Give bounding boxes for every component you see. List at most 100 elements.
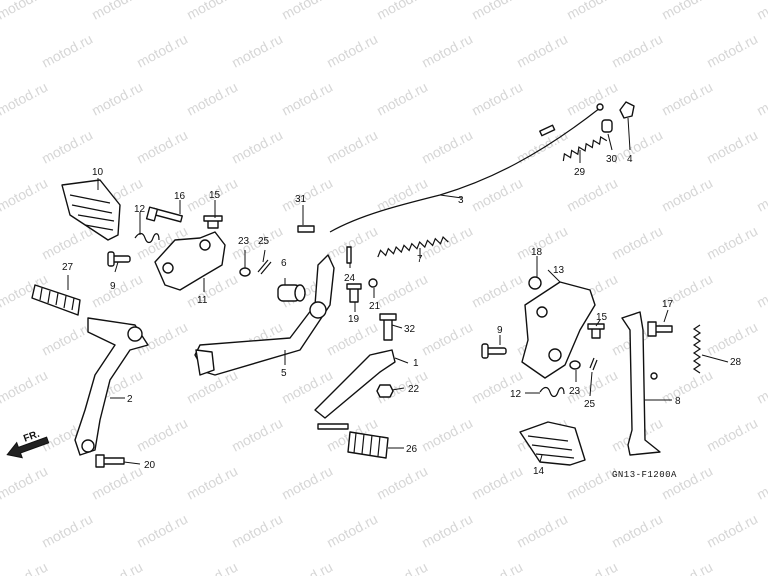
brake-pedal-rubber: [317, 423, 389, 459]
watermark-text: motod.ru: [89, 271, 145, 311]
watermark-text: motod.ru: [229, 127, 285, 167]
watermark-text: motod.ru: [469, 79, 525, 119]
callout-3: 3: [458, 195, 464, 206]
bolt-32: [379, 313, 397, 341]
callout-9-right: 9: [497, 325, 503, 336]
watermark-text: motod.ru: [704, 127, 760, 167]
callout-24: 24: [344, 273, 356, 284]
watermark-text: motod.ru: [279, 79, 335, 119]
watermark-text: motod.ru: [754, 367, 768, 407]
watermark-text: motod.ru: [609, 223, 665, 263]
nut-18: [528, 276, 542, 290]
cable-spring: [562, 136, 608, 162]
watermark-text: motod.ru: [0, 367, 50, 407]
watermark-text: motod.ru: [0, 0, 50, 23]
callout-15: 15: [209, 190, 221, 201]
watermark-text: motod.ru: [419, 511, 475, 551]
bolt-31: [297, 225, 315, 233]
watermark-text: motod.ru: [514, 31, 570, 71]
watermark-text: motod.ru: [279, 463, 335, 503]
watermark-text: motod.ru: [659, 463, 715, 503]
callout-6: 6: [281, 258, 287, 269]
watermark-text: motod.ru: [704, 31, 760, 71]
washer-23: [239, 267, 251, 277]
callout-8: 8: [675, 396, 681, 407]
leader-lines: [67, 117, 729, 465]
nut-21: [368, 278, 378, 288]
callout-14: 14: [533, 466, 545, 477]
callout-22: 22: [408, 384, 420, 395]
watermark-text: motod.ru: [324, 223, 380, 263]
kick-rubber: [31, 284, 81, 316]
watermark-text: motod.ru: [324, 127, 380, 167]
bolt-16: [145, 206, 183, 223]
watermark-text: motod.ru: [39, 31, 95, 71]
callout-29: 29: [574, 167, 586, 178]
callout-21: 21: [369, 301, 381, 312]
watermark-text: motod.ru: [0, 463, 50, 503]
callout-1: 1: [413, 358, 419, 369]
callout-5: 5: [281, 368, 287, 379]
callout-25: 25: [258, 236, 270, 247]
watermark-text: motod.ru: [469, 559, 525, 576]
callout-18: 18: [531, 247, 543, 258]
kickstarter-arm: [74, 317, 149, 456]
watermark-text: motod.ru: [184, 79, 240, 119]
watermark-text: motod.ru: [39, 223, 95, 263]
callout-32: 32: [404, 324, 416, 335]
watermark-text: motod.ru: [184, 463, 240, 503]
watermark-text: motod.ru: [419, 127, 475, 167]
watermark-text: motod.ru: [39, 127, 95, 167]
brake-pedal: [194, 254, 335, 376]
callout-23: 23: [238, 236, 250, 247]
watermark-text: motod.ru: [564, 559, 620, 576]
pin-24: [346, 246, 352, 264]
bushing-6: [277, 284, 306, 302]
stand-spring: [539, 386, 565, 398]
watermark-text: motod.ru: [609, 511, 665, 551]
watermark-text: motod.ru: [469, 367, 525, 407]
watermark-text: motod.ru: [419, 31, 475, 71]
diagram-code: GN13-F1200A: [612, 470, 677, 480]
bolt-15-right: [587, 323, 605, 339]
washer-23-right: [569, 360, 581, 370]
footpeg-left: [61, 179, 121, 241]
watermark-text: motod.ru: [754, 559, 768, 576]
cotter-pin-25: [257, 259, 272, 275]
watermark-text: motod.ru: [374, 271, 430, 311]
bolt-17: [647, 321, 673, 337]
footpeg-spring: [134, 232, 160, 244]
watermark-text: motod.ru: [229, 415, 285, 455]
watermark-text: motod.ru: [419, 415, 475, 455]
watermark-text: motod.ru: [324, 31, 380, 71]
callout-11: 11: [197, 295, 208, 306]
watermark-text: motod.ru: [704, 415, 760, 455]
watermark-text: motod.ru: [704, 511, 760, 551]
brake-spring: [377, 235, 449, 258]
front-label: FR.: [22, 429, 41, 445]
callout-23-right: 23: [569, 386, 581, 397]
watermark-text: motod.ru: [469, 463, 525, 503]
watermark-text: motod.ru: [609, 31, 665, 71]
watermark-text: motod.ru: [609, 127, 665, 167]
watermark-text: motod.ru: [0, 559, 50, 576]
callout-4: 4: [627, 154, 633, 165]
callout-25-right: 25: [584, 399, 596, 410]
callout-10: 10: [92, 167, 104, 178]
watermark-text: motod.ru: [754, 79, 768, 119]
callout-26: 26: [406, 444, 418, 455]
pin-9-right: [481, 343, 507, 359]
watermark-text: motod.ru: [134, 127, 190, 167]
front-direction-arrow: FR.: [6, 429, 50, 459]
watermark-text: motod.ru: [469, 0, 525, 23]
watermark-text: motod.ru: [89, 0, 145, 23]
watermark-text: motod.ru: [279, 559, 335, 576]
watermark-text: motod.ru: [704, 319, 760, 359]
collar: [601, 119, 613, 133]
brake-cable: [329, 103, 604, 233]
callout-12-right: 12: [510, 389, 522, 400]
callout-28: 28: [730, 357, 742, 368]
callout-12: 12: [134, 204, 146, 215]
watermark-text: motod.ru: [704, 223, 760, 263]
callout-17: 17: [662, 299, 674, 310]
